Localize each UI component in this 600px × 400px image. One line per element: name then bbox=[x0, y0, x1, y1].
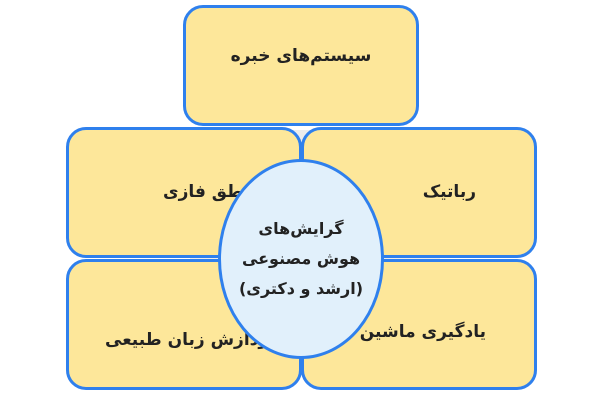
center-line-1: گرایش‌های bbox=[258, 219, 344, 238]
box-expert-systems: سیستم‌های خبره bbox=[183, 5, 419, 126]
box-robotics-label: رباتیک bbox=[422, 182, 476, 202]
center-line-2: هوش مصنوعی bbox=[241, 249, 361, 268]
center-line-3: (ارشد و دکتری) bbox=[238, 279, 364, 298]
box-nlp-label: پردازش زبان طبیعی bbox=[105, 330, 276, 350]
box-machine-learning-label: یادگیری ماشین bbox=[359, 322, 486, 342]
box-expert-systems-label: سیستم‌های خبره bbox=[230, 46, 372, 66]
center-ellipse: گرایش‌های هوش مصنوعی (ارشد و دکتری) bbox=[218, 159, 384, 359]
